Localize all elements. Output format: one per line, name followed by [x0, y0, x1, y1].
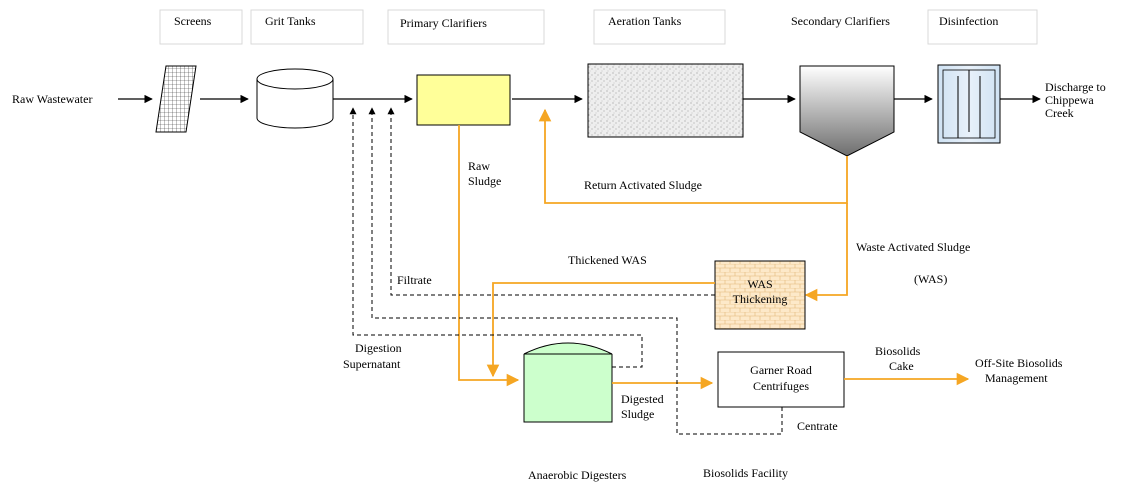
screens-symbol [155, 65, 197, 133]
raw-sludge-line [458, 125, 520, 387]
biosolids-cake-label-line2: Cake [889, 359, 914, 373]
offsite-label-line1: Off-Site Biosolids [975, 356, 1063, 370]
filtrate-label: Filtrate [397, 273, 432, 287]
disinfection-symbol [937, 64, 1001, 144]
aeration-tank-symbol [587, 63, 744, 138]
header-aeration-tanks: Aeration Tanks [608, 14, 682, 28]
offsite-label-line2: Management [985, 371, 1048, 385]
header-box-grit-tanks [250, 9, 364, 45]
thickened-was-line [486, 282, 715, 378]
thickened-was-label: Thickened WAS [568, 253, 647, 267]
discharge-label-line1: Discharge to [1045, 80, 1106, 94]
anaerobic-digester-symbol [523, 342, 613, 423]
discharge-label-line3: Creek [1045, 106, 1074, 120]
header-box-primary-clarifiers [387, 9, 545, 45]
was-thickening-label-line2: Thickening [733, 292, 788, 306]
raw-wastewater-label: Raw Wastewater [12, 92, 92, 106]
biosolids-facility-label: Biosolids Facility [703, 466, 788, 480]
grit-tank-symbol [256, 68, 334, 129]
centrifuges-symbol [717, 351, 845, 408]
header-box-aeration-tanks [593, 9, 726, 45]
header-grit-tanks: Grit Tanks [265, 14, 316, 28]
digestion-supernatant-line [349, 107, 643, 368]
digestion-supernatant-label-line1: Digestion [355, 341, 402, 355]
centrifuges-label-line1: Garner Road [750, 363, 812, 377]
header-secondary-clarifiers: Secondary Clarifiers [791, 14, 890, 28]
anaerobic-digesters-label: Anaerobic Digesters [528, 468, 627, 482]
secondary-clarifier-symbol [799, 65, 895, 157]
digested-sludge-label-line1: Digested [621, 392, 664, 406]
return-activated-sludge-label: Return Activated Sludge [584, 178, 702, 192]
filtrate-line [387, 107, 715, 296]
centrate-line [368, 107, 783, 435]
header-primary-clarifiers: Primary Clarifiers [400, 16, 487, 30]
header-box-disinfection [927, 9, 1038, 45]
centrate-label: Centrate [797, 419, 838, 433]
digestion-supernatant-label-line2: Supernatant [343, 357, 401, 371]
centrifuges-label-line2: Centrifuges [753, 379, 809, 393]
biosolids-cake-label-line1: Biosolids [875, 344, 921, 358]
discharge-label-line2: Chippewa [1045, 93, 1094, 107]
was-abbrev-label: (WAS) [914, 272, 947, 286]
primary-clarifier-symbol [416, 74, 511, 126]
waste-activated-sludge-line [804, 203, 848, 302]
return-activated-sludge-line [538, 108, 848, 204]
raw-sludge-label-line2: Sludge [468, 174, 501, 188]
header-disinfection: Disinfection [939, 14, 998, 28]
digested-sludge-label-line2: Sludge [621, 407, 654, 421]
header-screens: Screens [174, 14, 212, 28]
header-box-screens [159, 9, 243, 45]
raw-sludge-label-line1: Raw [468, 159, 490, 173]
was-thickening-label-line1: WAS [747, 277, 772, 291]
waste-activated-sludge-label: Waste Activated Sludge [856, 240, 970, 254]
was-thickening-symbol [714, 260, 806, 330]
